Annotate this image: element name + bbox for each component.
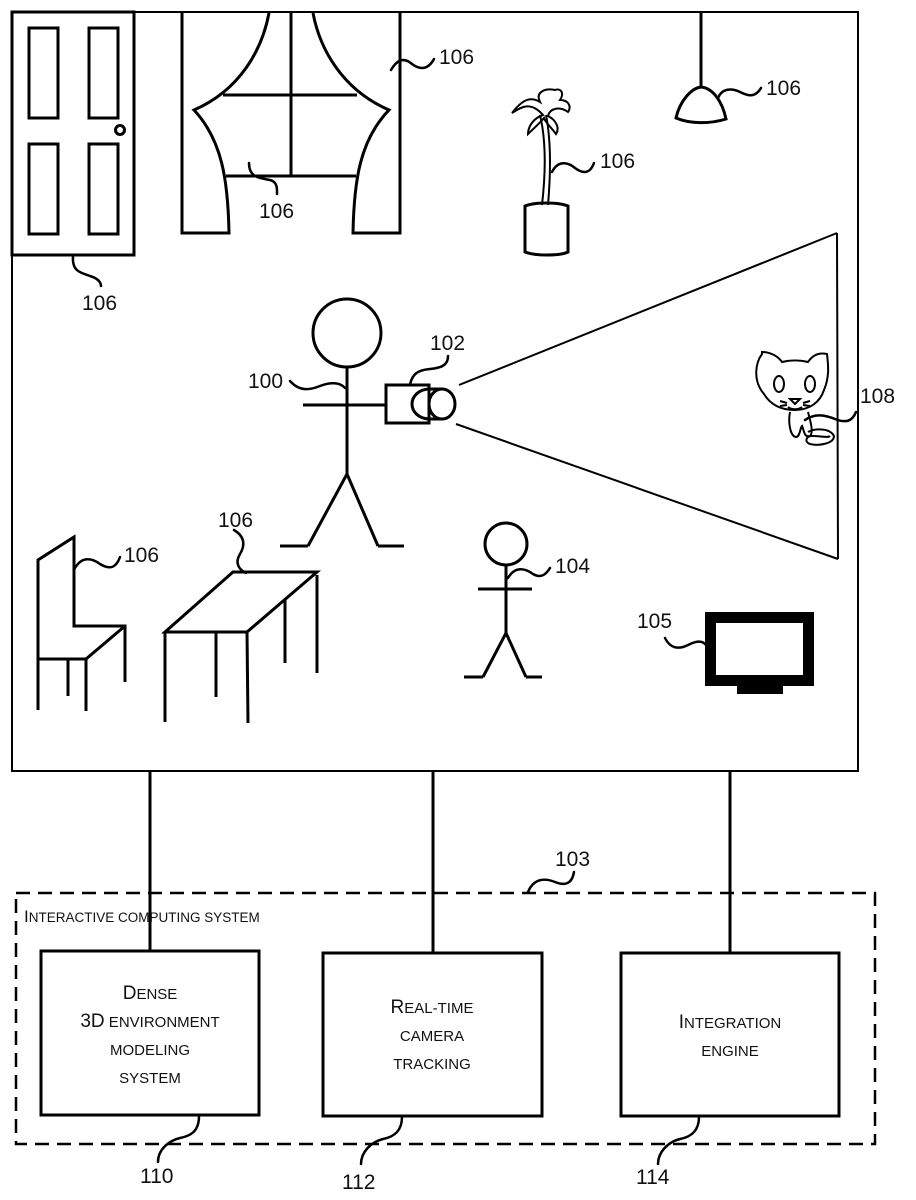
ref-label-window-inner: 106 — [259, 200, 294, 223]
ref-label-block-110: 110 — [140, 1165, 173, 1188]
leader-other-person — [508, 568, 550, 578]
chair-icon — [38, 537, 125, 711]
block-110-line-3: MODELING — [110, 1042, 190, 1059]
block-realtime-camera-tracking: REAL-TIME CAMERA TRACKING — [323, 953, 542, 1116]
leader-lamp — [718, 88, 761, 98]
ref-label-block-114: 114 — [636, 1166, 670, 1189]
display-tv-icon — [705, 612, 814, 694]
ref-label-table: 106 — [218, 509, 253, 532]
block-110-line-2: 3D ENVIRONMENT — [80, 1011, 219, 1032]
camera-icon — [386, 385, 455, 423]
block-110-line-4: SYSTEM — [119, 1070, 181, 1087]
block-114-line-1: INTEGRATION — [679, 1012, 782, 1033]
ref-label-cat: 108 — [860, 385, 895, 408]
leader-display — [665, 638, 706, 648]
cat-icon — [756, 352, 834, 445]
plant-icon — [512, 89, 570, 255]
leader-system — [528, 872, 574, 892]
leader-chair — [75, 557, 120, 568]
block-integration-engine: INTEGRATION ENGINE — [621, 953, 839, 1116]
leader-cat — [805, 412, 856, 421]
leader-block-112 — [361, 1117, 402, 1164]
ref-label-system: 103 — [555, 848, 590, 871]
ref-label-camera: 102 — [430, 332, 465, 355]
leader-block-110 — [158, 1116, 199, 1162]
other-person-icon — [464, 523, 542, 677]
block-dense-3d-modeling: DENSE 3D ENVIRONMENT MODELING SYSTEM — [41, 951, 259, 1115]
block-114-line-2: ENGINE — [701, 1043, 759, 1060]
system-title: INTERACTIVE COMPUTING SYSTEM — [24, 907, 260, 926]
leader-window-right — [391, 59, 434, 70]
leader-plant — [552, 163, 594, 172]
leader-window-inner — [249, 163, 277, 194]
ref-label-door: 106 — [82, 292, 117, 315]
block-112-line-2: CAMERA — [400, 1028, 464, 1045]
ref-label-plant: 106 — [600, 150, 635, 173]
ref-label-block-112: 112 — [342, 1171, 375, 1194]
table-icon — [165, 572, 317, 723]
ref-label-window-right: 106 — [439, 46, 474, 69]
lamp-icon — [676, 12, 726, 123]
block-110-line-1: DENSE — [123, 983, 178, 1004]
block-112-line-1: REAL-TIME — [391, 997, 474, 1018]
leader-door — [73, 256, 101, 286]
leader-camera — [410, 356, 448, 385]
ref-label-lamp: 106 — [766, 77, 801, 100]
door-icon — [12, 12, 134, 255]
camera-view-frustum — [456, 233, 838, 559]
leader-block-114 — [658, 1117, 699, 1164]
block-112-line-3: TRACKING — [393, 1056, 471, 1073]
ref-label-display: 105 — [637, 610, 672, 633]
ref-label-chair: 106 — [124, 544, 159, 567]
ref-label-user: 100 — [248, 370, 283, 393]
leader-user — [290, 381, 345, 389]
ref-label-other-person: 104 — [555, 555, 590, 578]
leader-table — [234, 530, 246, 573]
